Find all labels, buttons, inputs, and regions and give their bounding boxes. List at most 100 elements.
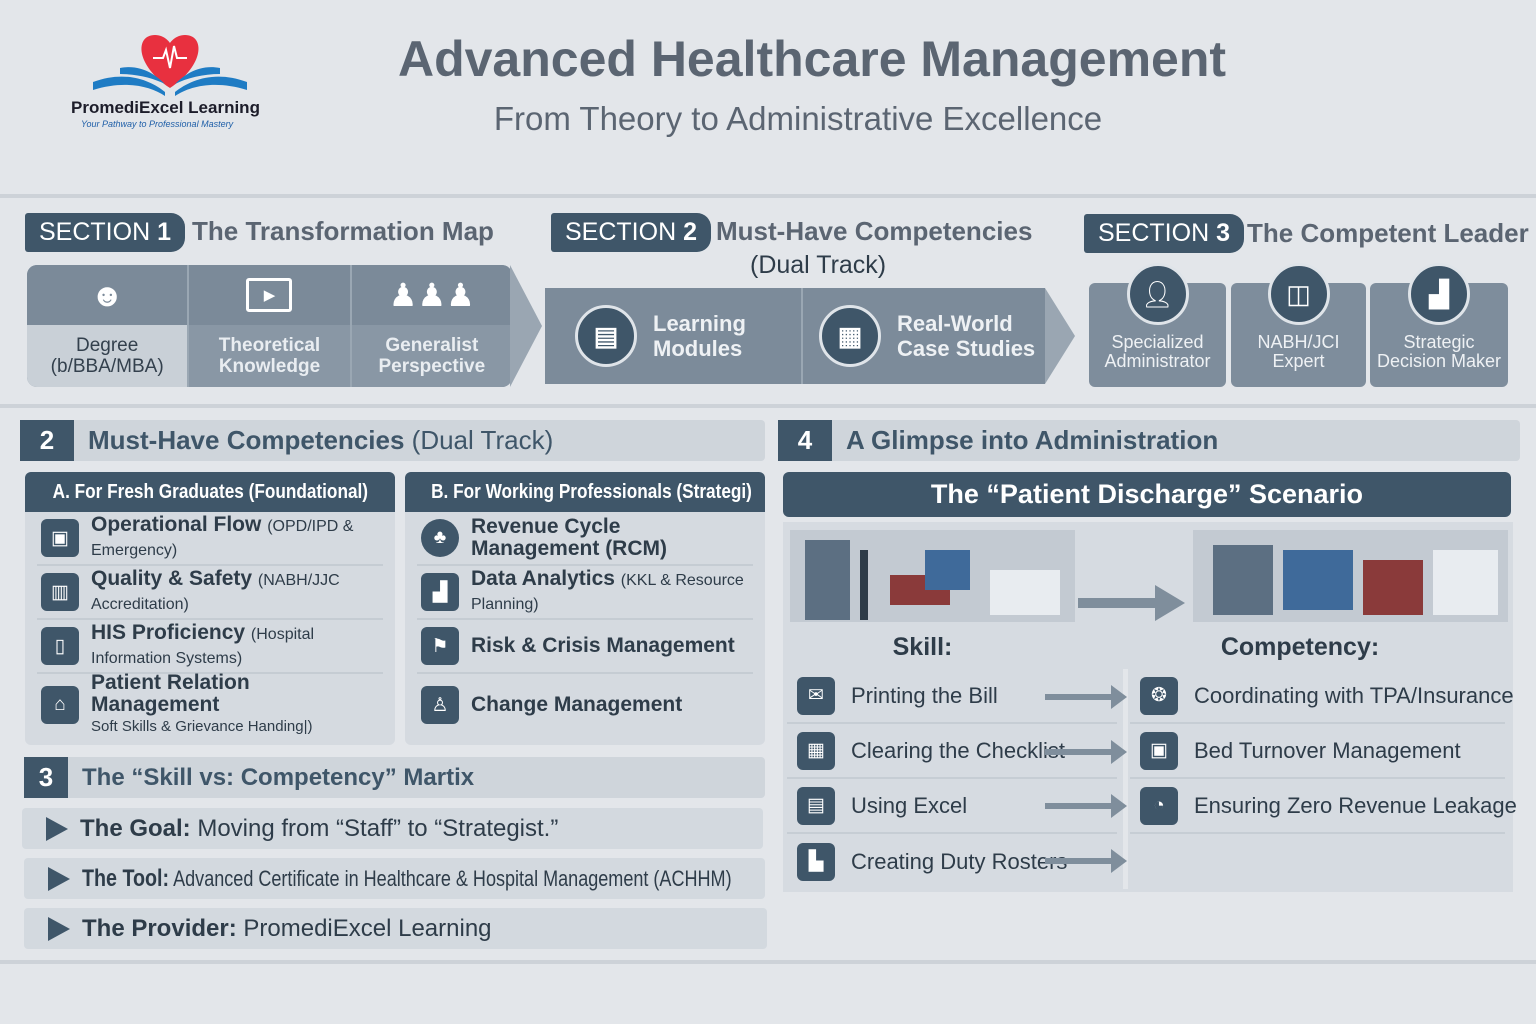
skill-column-header: Skill: bbox=[892, 633, 953, 661]
skill-label: Clearing the Checklist bbox=[851, 737, 1065, 763]
item-detail: (OPD/IPD & Emergency) bbox=[91, 518, 354, 559]
competency-list: ❂ Coordinating with TPA/Insurance ▣ Bed Tu… bbox=[1130, 669, 1517, 834]
skill-illustration bbox=[790, 530, 1075, 622]
section-number: 3 bbox=[1216, 219, 1230, 247]
list-item: ♣Revenue Cycle Management (RCM) bbox=[417, 512, 753, 566]
title-suffix: (Dual Track) bbox=[411, 425, 554, 455]
monitor-icon: ▣ bbox=[41, 519, 79, 557]
section-word: SECTION bbox=[39, 218, 151, 246]
matrix-row-goal: The Goal: Moving from “Staff” to “Strate… bbox=[22, 808, 763, 849]
triangle-bullet-icon bbox=[46, 816, 68, 841]
money-shield-icon: ◔ bbox=[1140, 786, 1178, 825]
roster-icon: ▙ bbox=[797, 842, 835, 881]
list-item: ♙ Change Management bbox=[417, 674, 753, 736]
alert-sign-icon: ⚑ bbox=[421, 627, 459, 665]
arrow-head-icon bbox=[1155, 585, 1185, 621]
section3-title: The Competent Leader bbox=[1247, 218, 1529, 248]
quality-chart-icon: ▥ bbox=[41, 573, 79, 611]
track-label: Case Studies bbox=[897, 336, 1036, 361]
bar-chart-icon: ▟ bbox=[421, 573, 459, 611]
triangle-bullet-icon bbox=[48, 916, 70, 941]
competencies-title: Must-Have Competencies (Dual Track) bbox=[88, 425, 553, 456]
step-sub: Perspective bbox=[378, 356, 486, 377]
item-title: Operational Flow bbox=[91, 513, 262, 536]
item-title: Data Analytics bbox=[471, 567, 615, 590]
list-item: ⚑Risk & Crisis Management bbox=[417, 620, 753, 674]
bed-icon: ▣ bbox=[1140, 731, 1178, 770]
competency-label: Coordinating with TPA/Insurance bbox=[1194, 682, 1514, 708]
row-text: Advanced Certificate in Healthcare & Hos… bbox=[173, 865, 732, 891]
arrow-right-icon bbox=[1045, 288, 1075, 384]
handshake-icon: ❂ bbox=[1140, 676, 1178, 715]
competency-illustration bbox=[1193, 530, 1508, 622]
grid-icon: ▦ bbox=[819, 305, 881, 367]
video-screen-icon: ▶ bbox=[246, 278, 293, 312]
competency-label: Ensuring Zero Revenue Leakage bbox=[1194, 792, 1517, 818]
matrix-title: The “Skill vs: Competency” Martix bbox=[82, 763, 475, 791]
patient-bed-icon: ⌂ bbox=[41, 686, 79, 724]
section1-tag: SECTION 1 bbox=[25, 213, 185, 252]
arrow-right-icon bbox=[1045, 740, 1127, 764]
badge-icon: ◫ bbox=[1267, 263, 1330, 325]
section-number: 1 bbox=[157, 218, 171, 246]
list-item: ▟Data Analytics (KKL & Resource Planning… bbox=[417, 566, 753, 620]
arrow-right-icon bbox=[1045, 849, 1127, 873]
skill-row: ▦ Clearing the Checklist bbox=[787, 724, 1117, 779]
skill-row: ✉Printing the Bill bbox=[787, 669, 1117, 724]
row-label: The Tool: bbox=[82, 864, 170, 892]
fresh-graduates-column: A. For Fresh Graduates (Foundational) ▣ O… bbox=[25, 472, 395, 745]
title-main: Must-Have Competencies bbox=[88, 425, 405, 455]
column-header-text: B. For Working Professionals (Strategi) bbox=[431, 481, 752, 503]
change-person-icon: ♙ bbox=[421, 686, 459, 724]
step-sub: (b/BBA/MBA) bbox=[50, 356, 164, 377]
section-number: 3 bbox=[24, 757, 68, 798]
track-label: Real-World bbox=[897, 311, 1013, 336]
list-item: ▣ Operational Flow (OPD/IPD & Emergency) bbox=[37, 512, 383, 566]
role-label: Administrator bbox=[1104, 351, 1211, 371]
people-group-icon: ♟♟♟ bbox=[388, 277, 475, 313]
step-label: Degree bbox=[76, 335, 139, 356]
column-header: A. For Fresh Graduates (Foundational) bbox=[25, 472, 395, 512]
matrix-row-tool: The Tool: Advanced Certificate in Health… bbox=[24, 858, 765, 899]
item-title: Revenue Cycle Management (RCM) bbox=[471, 515, 668, 560]
step-label: Theoretical bbox=[218, 335, 321, 356]
column-divider bbox=[1123, 669, 1128, 889]
brand-tagline: Your Pathway to Professional Mastery bbox=[81, 119, 234, 129]
skill-label: Printing the Bill bbox=[851, 682, 998, 708]
brand-logo: PromediExcel Learning Your Pathway to Pr… bbox=[65, 30, 275, 135]
role-label: Specialized bbox=[1111, 332, 1204, 352]
user-icon: 👤︎ bbox=[1126, 263, 1189, 325]
matrix-row-provider: The Provider: PromediExcel Learning bbox=[24, 908, 767, 949]
arrow-right-icon bbox=[1078, 598, 1158, 608]
section-word: SECTION bbox=[565, 218, 677, 246]
row-text: Moving from “Staff” to “Strategist.” bbox=[197, 814, 559, 842]
row-label: The Goal: bbox=[80, 814, 191, 842]
checklist-icon: ▦ bbox=[797, 731, 835, 770]
admin-title: A Glimpse into Administration bbox=[846, 425, 1219, 455]
skill-label: Using Excel bbox=[851, 792, 968, 818]
competency-row: ❂ Coordinating with TPA/Insurance bbox=[1130, 669, 1514, 724]
document-icon: ▯ bbox=[41, 627, 79, 665]
section3-tag: SECTION 3 bbox=[1084, 214, 1244, 253]
section2-subtitle: (Dual Track) bbox=[750, 251, 887, 279]
item-title: HIS Proficiency bbox=[91, 621, 246, 644]
heart-book-logo-icon bbox=[93, 35, 247, 96]
role-label: Decision Maker bbox=[1376, 351, 1502, 371]
item-title: Change Management bbox=[471, 693, 683, 716]
section2-title: Must-Have Competencies bbox=[716, 216, 1033, 246]
track-label: Learning bbox=[653, 311, 746, 336]
scenario-banner: The “Patient Discharge” Scenario bbox=[783, 472, 1511, 517]
row-label: The Provider: bbox=[82, 914, 237, 942]
section-number: 4 bbox=[778, 420, 832, 461]
role-label: Expert bbox=[1272, 351, 1325, 371]
list-item: ▥Quality & Safety (NABH/JJC Accreditatio… bbox=[37, 566, 383, 620]
competency-label: Bed Turnover Management bbox=[1194, 737, 1461, 763]
